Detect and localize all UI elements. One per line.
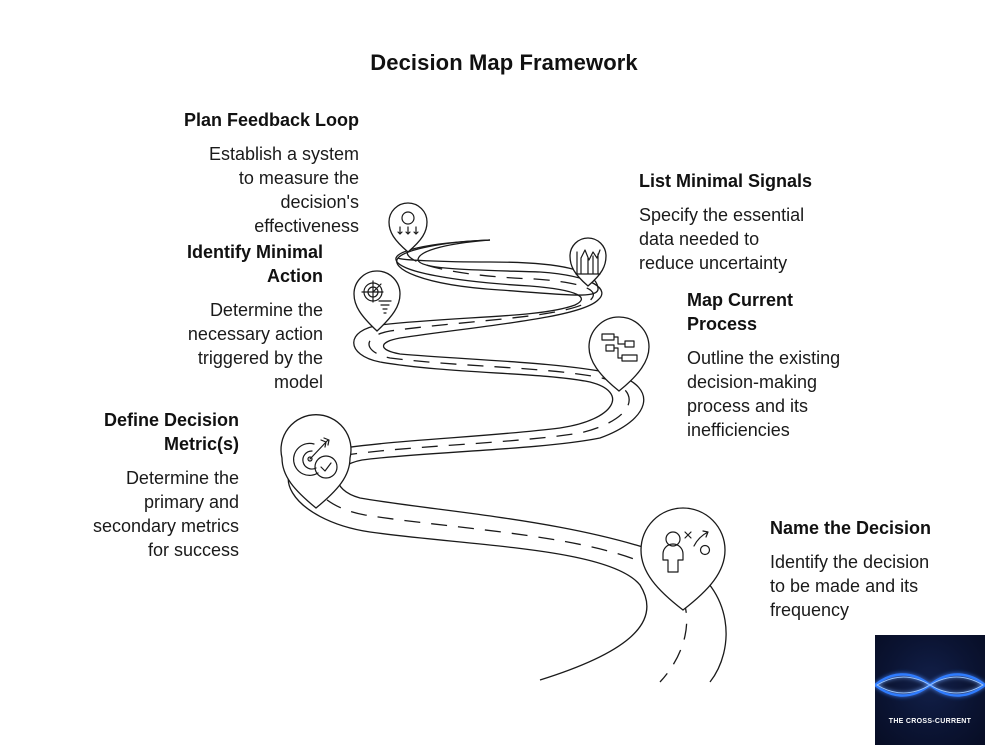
- description-line: inefficiencies: [687, 420, 790, 440]
- road-edge-outer: [396, 239, 599, 296]
- step-heading: Identify Minimal Action: [123, 240, 323, 288]
- description-line: Outline the existing: [687, 348, 841, 368]
- description-line: Identify the decision: [770, 552, 930, 572]
- flowchart-icon: [601, 333, 638, 362]
- cross-current-logo: THE CROSS-CURRENT: [875, 635, 985, 745]
- step-list-minimal-signals: List Minimal Signals Specify the essenti…: [639, 169, 879, 275]
- step-description: Outline the existing decision-making pro…: [687, 346, 887, 442]
- step-heading: Define Decision Metric(s): [39, 408, 239, 456]
- step-heading: Map Current Process: [687, 288, 887, 336]
- description-line: reduce uncertainty: [639, 253, 788, 273]
- description-line: to be made and its: [770, 576, 919, 596]
- logo-text: THE CROSS-CURRENT: [888, 718, 972, 725]
- description-line: frequency: [770, 600, 850, 620]
- signal-bars-icon: [575, 249, 601, 275]
- radar-funnel-icon: [361, 280, 392, 314]
- person-strategy-icon: [662, 530, 711, 573]
- step-map-current-process: Map Current Process Outline the existing…: [687, 288, 887, 442]
- heading-line: Process: [687, 314, 758, 334]
- step-description: Establish a system to measure the decisi…: [139, 142, 359, 238]
- heading-line: Action: [267, 266, 323, 286]
- step-description: Identify the decision to be made and its…: [770, 550, 1000, 622]
- description-line: Specify the essential: [639, 205, 805, 225]
- step-heading: Name the Decision: [770, 518, 932, 538]
- description-line: for success: [147, 540, 239, 560]
- cycle-arrows-icon: [397, 211, 419, 235]
- page-title: Decision Map Framework: [370, 50, 638, 75]
- step-description: Specify the essential data needed to red…: [639, 203, 879, 275]
- step-name-the-decision: Name the Decision Identify the decision …: [770, 516, 1000, 622]
- step-define-decision-metrics: Define Decision Metric(s) Determine the …: [39, 408, 239, 562]
- road-edge-left: [287, 239, 648, 681]
- heading-line: Define Decision: [103, 410, 239, 430]
- step-identify-minimal-action: Identify Minimal Action Determine the ne…: [123, 240, 323, 394]
- step-plan-feedback-loop: Plan Feedback Loop Establish a system to…: [139, 108, 359, 238]
- description-line: decision-making: [687, 372, 818, 392]
- pin-plan-feedback-loop: [388, 202, 428, 253]
- pin-name-the-decision: [640, 507, 726, 611]
- description-line: secondary metrics: [92, 516, 239, 536]
- description-line: triggered by the: [197, 348, 323, 368]
- pin-map-current-process: [588, 316, 650, 392]
- step-heading: Plan Feedback Loop: [183, 110, 359, 130]
- description-line: necessary action: [187, 324, 323, 344]
- description-line: effectiveness: [254, 216, 359, 236]
- description-line: Determine the: [125, 468, 239, 488]
- description-line: model: [273, 372, 323, 392]
- heading-line: Identify Minimal: [186, 242, 323, 262]
- wave-logo-icon: [875, 673, 985, 697]
- description-line: Establish a system: [208, 144, 359, 164]
- description-line: to measure the: [238, 168, 359, 188]
- target-check-icon: [293, 437, 338, 479]
- step-description: Determine the primary and secondary metr…: [39, 466, 239, 562]
- description-line: primary and: [143, 492, 239, 512]
- step-heading: List Minimal Signals: [639, 171, 813, 191]
- description-line: data needed to: [639, 229, 760, 249]
- pin-define-decision-metrics: [280, 414, 352, 509]
- heading-line: Metric(s): [163, 434, 239, 454]
- description-line: Determine the: [209, 300, 323, 320]
- heading-line: Map Current: [687, 290, 794, 310]
- step-description: Determine the necessary action triggered…: [123, 298, 323, 394]
- pin-list-minimal-signals: [569, 237, 607, 287]
- description-line: process and its: [687, 396, 809, 416]
- pin-identify-minimal-action: [353, 270, 401, 332]
- description-line: decision's: [280, 192, 359, 212]
